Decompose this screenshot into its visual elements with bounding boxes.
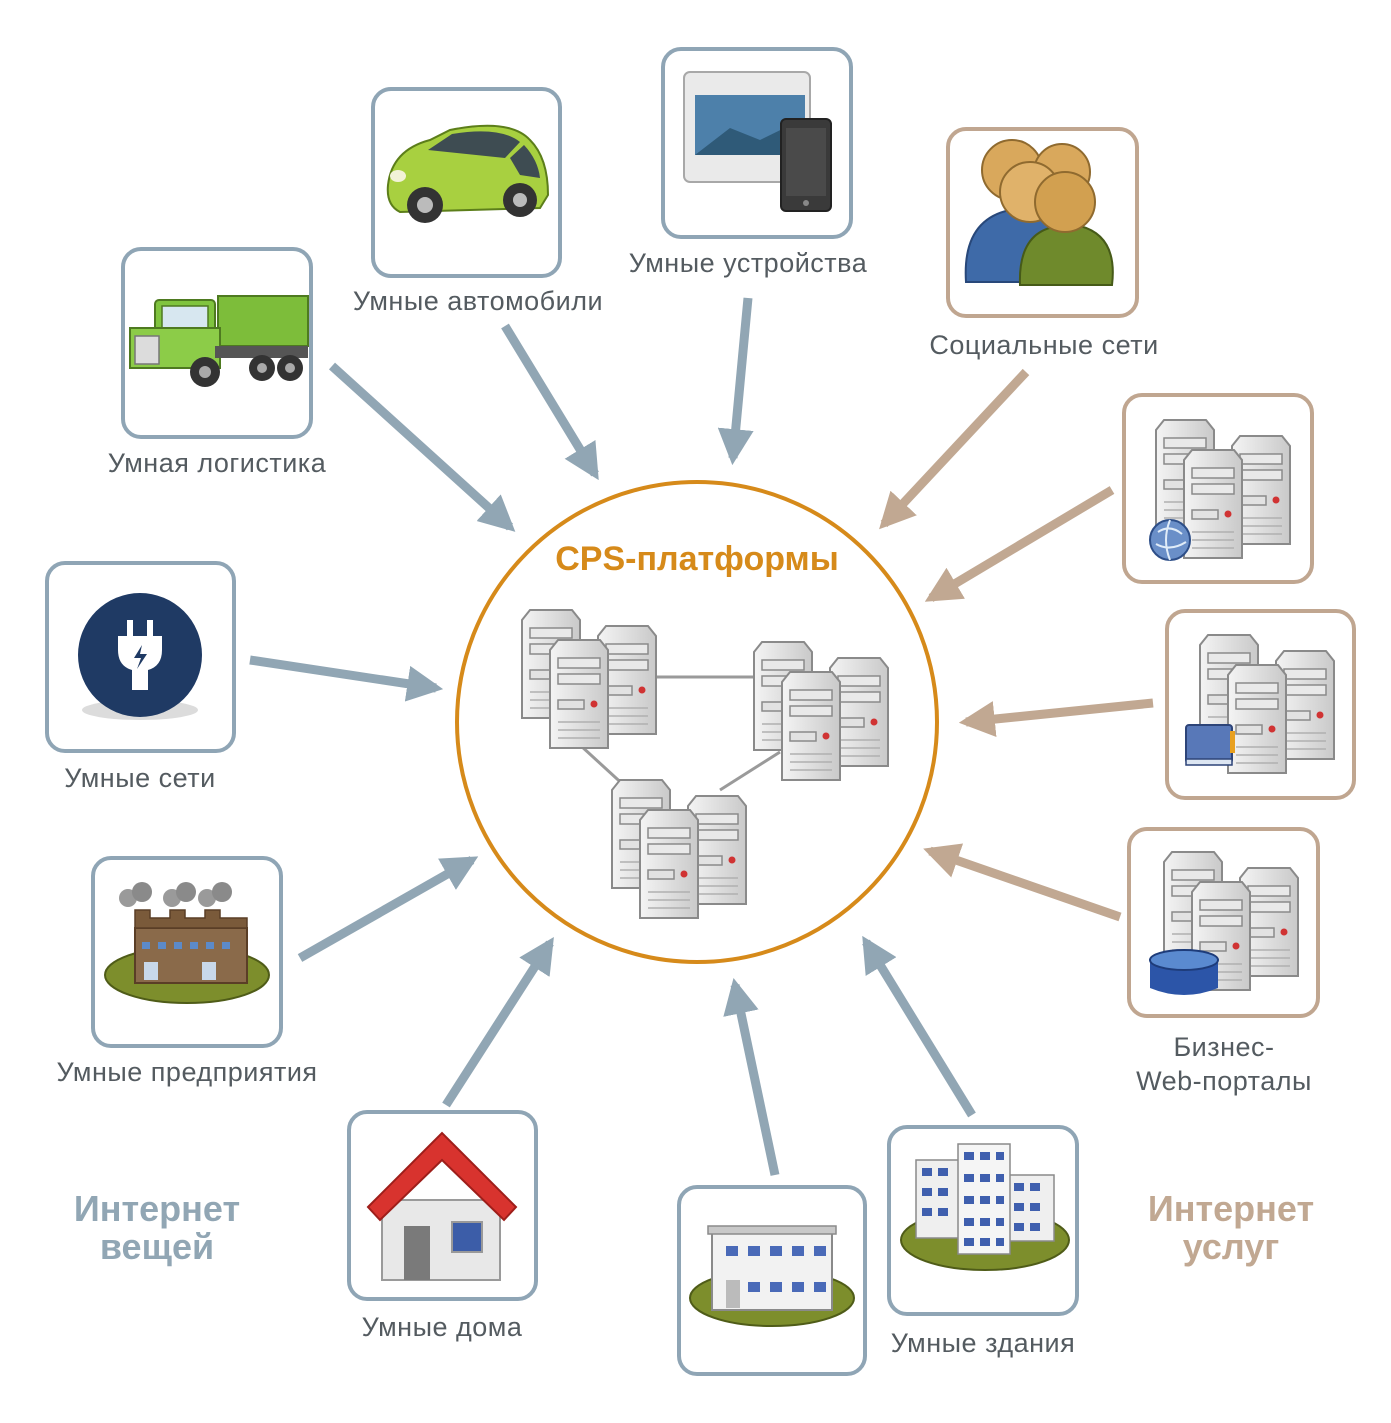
label-smart-cars: Умные автомобили [352, 286, 604, 316]
group-title-things-line1: Интернет [73, 1188, 241, 1229]
node-smart-office [677, 1185, 867, 1376]
group-title-services-line1: Интернет [1147, 1188, 1315, 1229]
label-smart-devices: Умные устройства [628, 248, 868, 278]
server-database-icon [1149, 852, 1298, 995]
truck-icon [129, 295, 309, 387]
buildings-icon [900, 1143, 1070, 1271]
node-web-servers [1122, 393, 1314, 584]
server-book-icon [1185, 635, 1334, 773]
group-title-internet-of-things: Интернет вещей [74, 1190, 240, 1266]
node-smart-devices [661, 47, 853, 239]
group-title-things-line2: вещей [99, 1226, 215, 1267]
label-smart-buildings: Умные здания [890, 1328, 1076, 1358]
node-smart-grids [45, 561, 236, 753]
tablet-phone-icon [683, 71, 832, 212]
cps-platform-title: CPS-платформы [555, 540, 839, 578]
label-business-portals-line2: Web-порталы [1136, 1066, 1312, 1096]
node-social-networks [946, 127, 1139, 318]
label-smart-enterprises: Умные предприятия [56, 1057, 318, 1087]
label-smart-grids: Умные сети [64, 763, 216, 793]
label-smart-homes: Умные дома [361, 1312, 523, 1342]
node-business-portals [1127, 827, 1320, 1018]
group-title-services-line2: услуг [1182, 1226, 1280, 1267]
node-smart-homes [347, 1110, 538, 1301]
arrows-internet-of-services [879, 368, 1154, 922]
label-business-portals-line1: Бизнес- [1173, 1032, 1275, 1062]
office-building-icon [689, 1225, 855, 1327]
cps-platform-circle [455, 480, 939, 964]
label-business-portals: Бизнес- Web-порталы [1136, 1030, 1312, 1098]
server-globe-icon [1149, 420, 1290, 561]
node-smart-enterprises [91, 856, 283, 1048]
arrows-internet-of-things [249, 297, 976, 1176]
label-smart-logistics: Умная логистика [107, 448, 327, 478]
node-knowledge-servers [1165, 609, 1356, 800]
house-icon [366, 1131, 518, 1281]
factory-icon [104, 882, 270, 1004]
car-icon [386, 124, 550, 223]
group-title-internet-of-services: Интернет услуг [1148, 1190, 1314, 1266]
people-icon [964, 139, 1114, 286]
node-smart-buildings [887, 1125, 1079, 1316]
node-smart-logistics [121, 247, 313, 439]
power-plug-icon [78, 593, 202, 720]
label-social-networks: Социальные сети [929, 330, 1159, 360]
node-smart-cars [371, 87, 562, 278]
